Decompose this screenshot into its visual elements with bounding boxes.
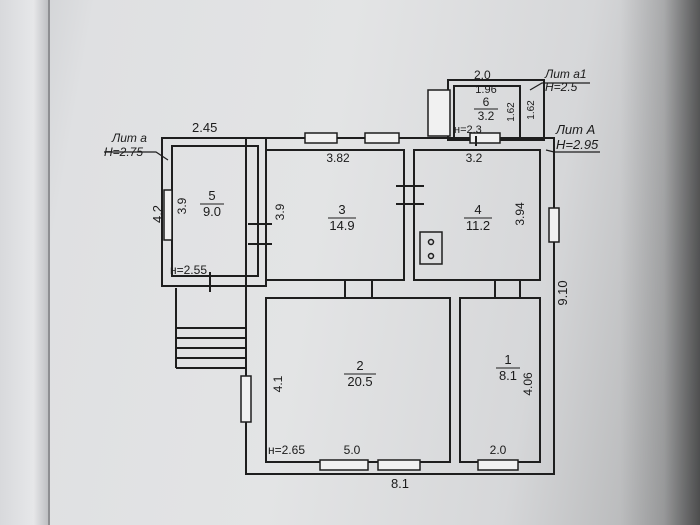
room-6-width: 1.96 — [475, 84, 496, 96]
room-3-wall — [265, 149, 405, 281]
main-outer-wall — [245, 137, 555, 475]
room-2-width: 5.0 — [344, 443, 361, 457]
room-2-area: 20.5 — [347, 374, 372, 389]
room-4-number: 4 — [474, 202, 481, 217]
lit-a-big-height: Н=2.95 — [556, 137, 599, 152]
window — [377, 459, 421, 471]
lit-a1-label: Лит а1 — [544, 67, 587, 81]
room-3-area: 14.9 — [329, 218, 354, 233]
room-6-number: 6 — [483, 95, 490, 109]
window — [477, 459, 519, 471]
room-6-area: 3.2 — [478, 109, 495, 123]
windows — [163, 89, 560, 471]
room-3-number: 3 — [338, 202, 345, 217]
dim-top-left: 2.45 — [192, 120, 217, 135]
dim-left-outer: 4.2 — [150, 205, 165, 223]
room-1-number: 1 — [504, 352, 511, 367]
porch-stairs — [175, 288, 246, 369]
stove-icon — [419, 231, 443, 265]
room-5-area: 9.0 — [203, 204, 221, 219]
lit-a1-leader — [529, 82, 590, 91]
window — [240, 375, 252, 423]
room-3-width: 3.82 — [326, 151, 350, 165]
dim-porch-top: 2.0 — [474, 68, 491, 82]
binder-edge — [0, 0, 50, 525]
dim-overall-height: 9.10 — [555, 280, 570, 305]
room-4-width: 3.2 — [466, 151, 483, 165]
lit-a-small-height: Н=2.75 — [104, 145, 143, 159]
room-5-number: 5 — [208, 188, 215, 203]
lit-a1-height: Н=2.5 — [545, 80, 578, 94]
room-5-height: н=2.55 — [170, 263, 207, 277]
room-6-ceiling: н=2.3 — [454, 124, 482, 136]
plan-walls — [161, 79, 555, 475]
window — [364, 132, 400, 144]
lit-a-big-label: Лит А — [555, 122, 595, 137]
window — [469, 132, 501, 144]
room-1-width: 2.0 — [490, 443, 507, 457]
shadow-edge — [620, 0, 700, 525]
room-2-number: 2 — [356, 358, 363, 373]
doors — [209, 136, 521, 298]
room-6-side: 1.62 — [506, 102, 517, 122]
dim-overall-width: 8.1 — [391, 476, 409, 491]
room-4-height-dim: 3.94 — [513, 202, 527, 226]
room-3-height-dim: 3.9 — [273, 203, 287, 220]
lit-a-big-leader — [545, 149, 600, 153]
room-1-height-dim: 4.06 — [521, 372, 535, 396]
window — [304, 132, 338, 144]
window — [163, 189, 173, 241]
window — [319, 459, 369, 471]
room-4-area: 11.2 — [466, 218, 490, 233]
room-5-side: 3.9 — [175, 197, 189, 214]
room-2-ceiling: н=2.65 — [268, 443, 305, 457]
window — [427, 89, 451, 137]
lit-a-small-label: Лит а — [111, 131, 147, 145]
lit-a-small-leader — [104, 151, 169, 161]
room-2-height-dim: 4.1 — [271, 375, 285, 392]
room-1-area: 8.1 — [499, 368, 517, 383]
window — [548, 207, 560, 243]
room-4-wall — [413, 149, 541, 281]
room-6-outer-side: 1.62 — [526, 100, 537, 120]
label-leaders — [104, 82, 600, 161]
